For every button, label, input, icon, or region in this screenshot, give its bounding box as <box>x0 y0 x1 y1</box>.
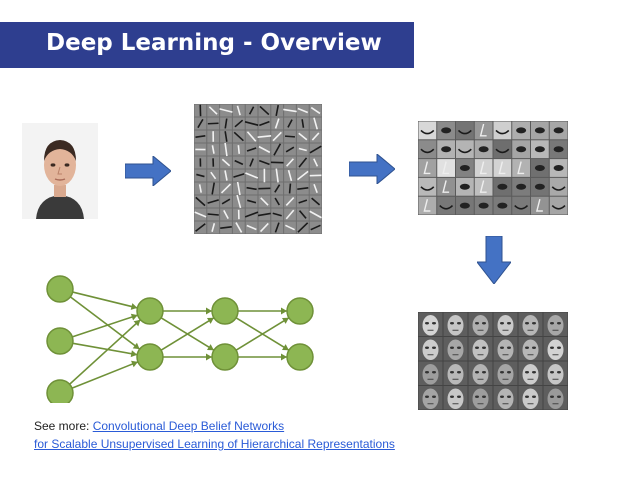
network-edge <box>69 319 141 385</box>
edge-filter-grid <box>194 104 322 234</box>
network-edge <box>72 291 138 309</box>
network-node <box>46 327 74 355</box>
paper-link-line1[interactable]: Convolutional Deep Belief Networks <box>92 419 285 433</box>
network-node <box>136 343 164 371</box>
paper-link-line2[interactable]: for Scalable Unsupervised Learning of Hi… <box>34 437 395 451</box>
network-node <box>286 343 314 371</box>
network-edge-arrowhead <box>281 353 287 361</box>
network-edge-arrowhead <box>130 313 138 321</box>
network-edge <box>160 317 215 351</box>
network-edge-arrowhead <box>130 350 138 358</box>
network-edge-arrowhead <box>206 317 214 324</box>
network-node <box>211 297 239 325</box>
network-edge <box>71 361 139 389</box>
title-bar: Deep Learning - Overview <box>0 22 414 68</box>
face-part-feature-grid <box>418 121 568 215</box>
network-edge-arrowhead <box>130 303 138 310</box>
network-edge-arrowhead <box>131 360 138 368</box>
neural-network-diagram <box>46 275 314 403</box>
network-edge-arrowhead <box>133 319 141 327</box>
right-arrow-icon <box>125 156 171 186</box>
network-edge-arrowhead <box>206 344 214 351</box>
network-edge-arrowhead <box>281 307 287 315</box>
reference-text: See more: Convolutional Deep Belief Netw… <box>34 417 395 453</box>
right-arrow-icon <box>349 154 395 184</box>
network-node <box>136 297 164 325</box>
network-edge-arrowhead <box>281 344 289 351</box>
network-node <box>46 275 74 303</box>
see-more-label: See more: <box>34 419 93 433</box>
network-node <box>46 379 74 403</box>
network-edge <box>235 317 290 351</box>
down-arrow-icon <box>477 236 511 284</box>
network-edge-arrowhead <box>206 353 212 361</box>
whole-face-feature-grid <box>418 312 568 410</box>
network-edge-arrowhead <box>132 342 140 350</box>
network-edge-arrowhead <box>281 317 289 324</box>
network-edge <box>69 296 141 350</box>
slide-title: Deep Learning - Overview <box>46 30 382 56</box>
network-node <box>286 297 314 325</box>
network-node <box>211 343 239 371</box>
network-edge <box>72 342 138 356</box>
network-edge-arrowhead <box>206 307 212 315</box>
face-photo <box>22 123 98 219</box>
network-edge <box>72 314 138 338</box>
